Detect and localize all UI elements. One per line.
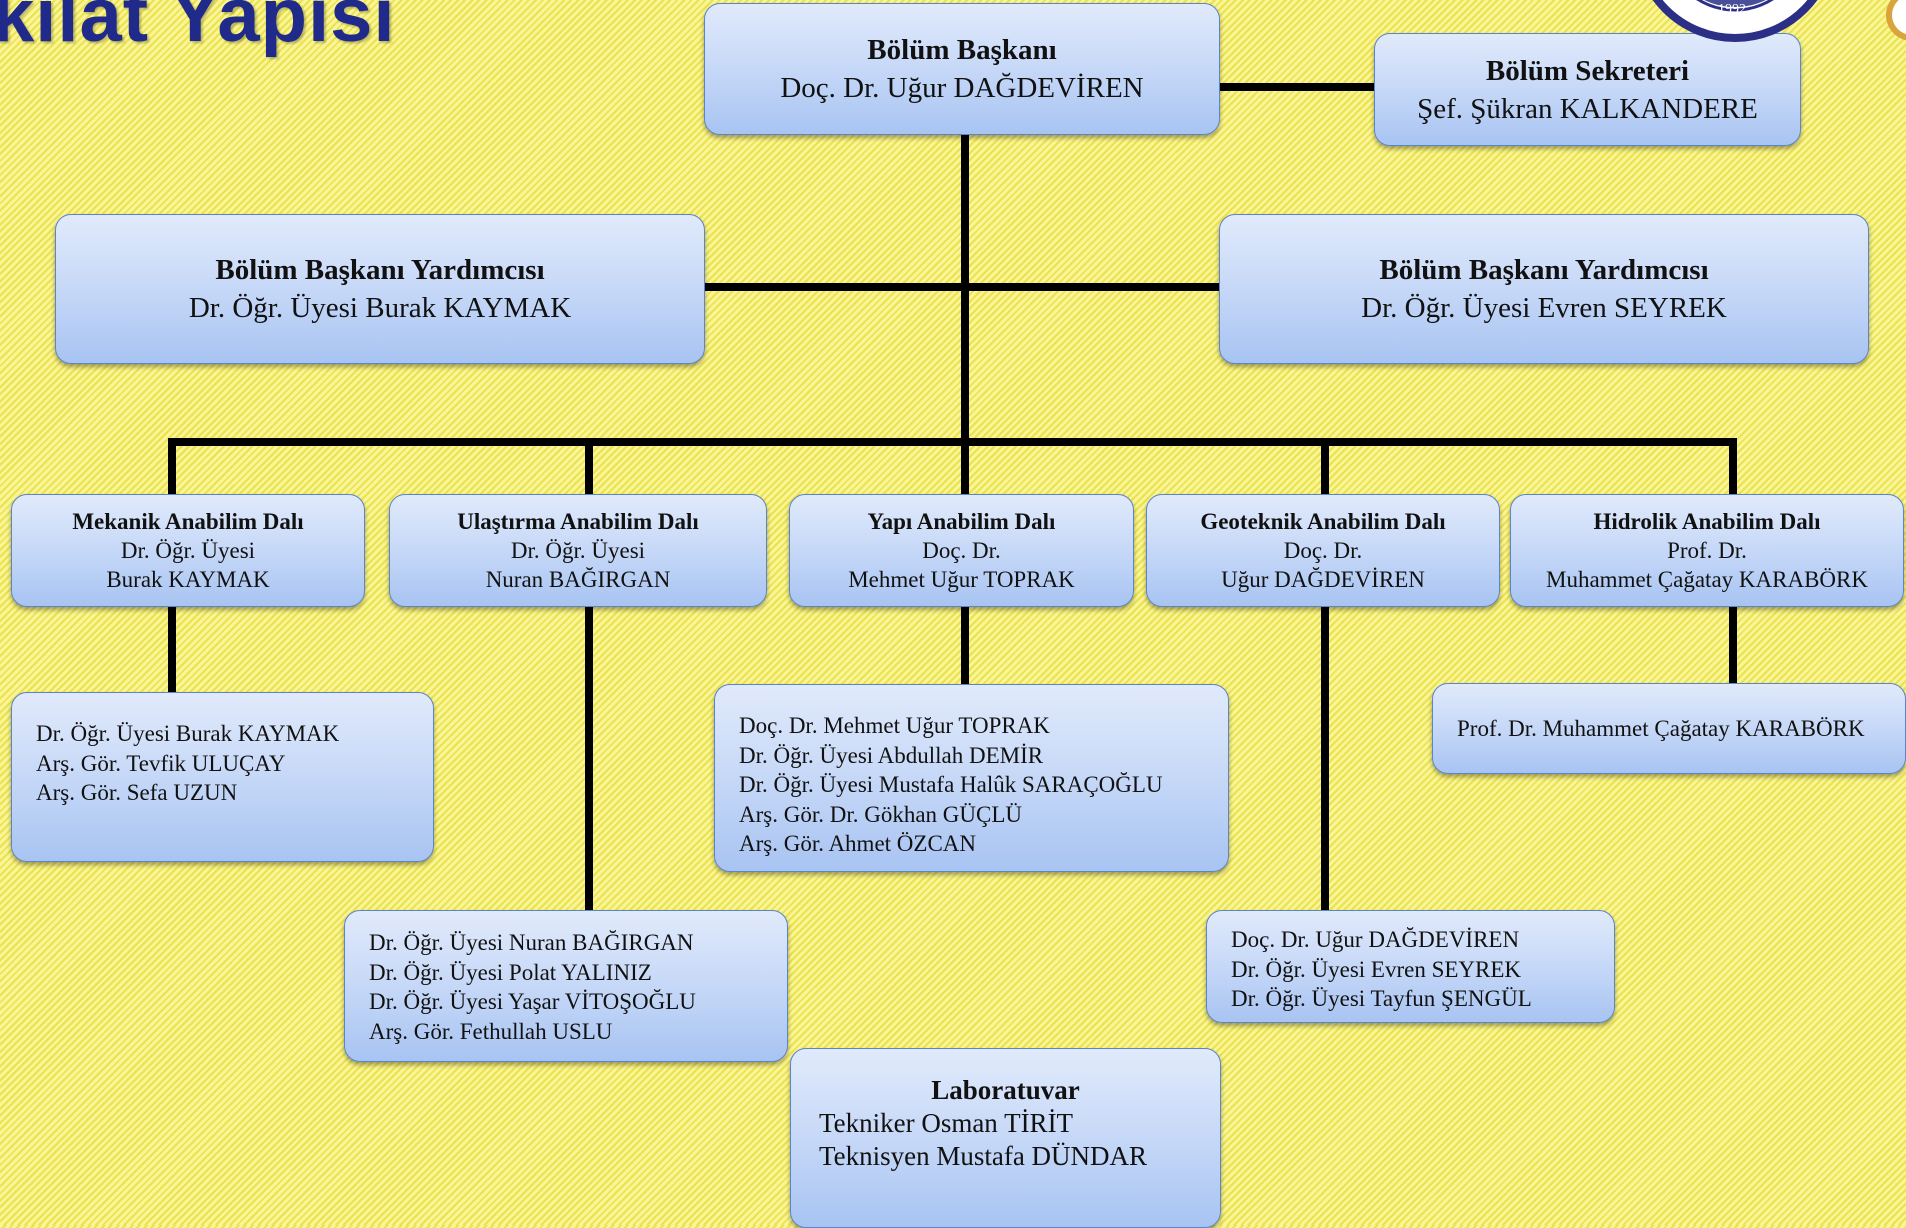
members-box-mekanik: Dr. Öğr. Üyesi Burak KAYMAK Arş. Gör. Te… xyxy=(11,692,434,862)
department-head-title: Bölüm Başkanı xyxy=(867,34,1057,66)
deputy-head-title: Bölüm Başkanı Yardımcısı xyxy=(1379,254,1709,286)
division-title: Hidrolik Anabilim Dalı xyxy=(1593,509,1821,534)
deputy-head-box: Bölüm Başkanı Yardımcısı Dr. Öğr. Üyesi … xyxy=(55,214,705,364)
member-item: Doç. Dr. Uğur DAĞDEVİREN xyxy=(1231,927,1520,952)
secretary-name: Şef. Şükran KALKANDERE xyxy=(1417,92,1758,125)
member-item: Dr. Öğr. Üyesi Yaşar VİTOŞOĞLU xyxy=(369,989,696,1014)
connector-deputies xyxy=(703,283,1223,291)
member-item: Dr. Öğr. Üyesi Tayfun ŞENGÜL xyxy=(1231,986,1532,1011)
division-head-name: Uğur DAĞDEVİREN xyxy=(1221,567,1425,592)
connector-drop-mekanik xyxy=(168,438,176,496)
deputy-head-name: Dr. Öğr. Üyesi Burak KAYMAK xyxy=(188,292,572,324)
member-item: Dr. Öğr. Üyesi Polat YALINIZ xyxy=(369,959,652,985)
member-item: Arş. Gör. Tevfik ULUÇAY xyxy=(36,750,286,776)
connector-geoteknik-members xyxy=(1321,606,1329,910)
division-head-name: Burak KAYMAK xyxy=(106,567,270,592)
laboratory-title: Laboratuvar xyxy=(931,1075,1080,1105)
member-item: Dr. Öğr. Üyesi Abdullah DEMİR xyxy=(739,742,1044,768)
connector-head-secretary xyxy=(1220,83,1375,91)
university-logo: K İ ★ ★ 1992 xyxy=(1652,0,1818,42)
division-title: Ulaştırma Anabilim Dalı xyxy=(457,509,699,534)
division-head-name: Nuran BAĞIRGAN xyxy=(485,567,671,592)
laboratory-member: Teknisyen Mustafa DÜNDAR xyxy=(819,1141,1148,1171)
member-item: Arş. Gör. Ahmet ÖZCAN xyxy=(739,831,977,856)
division-head-rank: Dr. Öğr. Üyesi xyxy=(120,538,256,563)
division-head-rank: Doç. Dr. xyxy=(922,538,1001,563)
division-head-rank: Prof. Dr. xyxy=(1667,538,1747,563)
connector-drop-geoteknik xyxy=(1321,438,1329,496)
members-box-ulastirma: Dr. Öğr. Üyesi Nuran BAĞIRGAN Dr. Öğr. Ü… xyxy=(344,910,788,1062)
member-item: Arş. Gör. Sefa UZUN xyxy=(36,780,238,805)
svg-text:★: ★ xyxy=(1684,0,1700,6)
division-head-rank: Doç. Dr. xyxy=(1283,538,1363,563)
division-head-rank: Dr. Öğr. Üyesi xyxy=(510,538,646,563)
department-head-box: Bölüm Başkanı Doç. Dr. Uğur DAĞDEVİREN xyxy=(704,3,1220,135)
deputy-head-box: Bölüm Başkanı Yardımcısı Dr. Öğr. Üyesi … xyxy=(1219,214,1869,364)
division-title: Geoteknik Anabilim Dalı xyxy=(1200,509,1446,534)
laboratory-box: Laboratuvar Tekniker Osman TİRİT Teknisy… xyxy=(790,1048,1221,1228)
division-head-name: Mehmet Uğur TOPRAK xyxy=(848,567,1075,592)
connector-hidrolik-members xyxy=(1729,606,1737,684)
deputy-head-name: Dr. Öğr. Üyesi Evren SEYREK xyxy=(1361,292,1727,324)
logo-year: 1992 xyxy=(1718,2,1746,17)
secondary-logo xyxy=(1886,0,1906,41)
member-item: Arş. Gör. Fethullah USLU xyxy=(369,1018,613,1044)
division-box-mekanik: Mekanik Anabilim Dalı Dr. Öğr. Üyesi Bur… xyxy=(11,494,365,607)
member-item: Doç. Dr. Mehmet Uğur TOPRAK xyxy=(739,713,1050,738)
division-head-name: Muhammet Çağatay KARABÖRK xyxy=(1546,567,1868,592)
member-item: Prof. Dr. Muhammet Çağatay KARABÖRK xyxy=(1457,716,1865,741)
members-box-yapi: Doç. Dr. Mehmet Uğur TOPRAK Dr. Öğr. Üye… xyxy=(714,684,1229,872)
connector-drop-yapi xyxy=(961,438,969,496)
secretary-box: Bölüm Sekreteri Şef. Şükran KALKANDERE xyxy=(1374,33,1801,146)
members-box-geoteknik: Doç. Dr. Uğur DAĞDEVİREN Dr. Öğr. Üyesi … xyxy=(1206,910,1615,1023)
member-item: Dr. Öğr. Üyesi Mustafa Halûk SARAÇOĞLU xyxy=(739,772,1163,797)
connector-drop-hidrolik xyxy=(1729,438,1737,496)
division-box-hidrolik: Hidrolik Anabilim Dalı Prof. Dr. Muhamme… xyxy=(1510,494,1904,607)
member-item: Dr. Öğr. Üyesi Burak KAYMAK xyxy=(36,721,340,746)
division-title: Mekanik Anabilim Dalı xyxy=(72,509,304,534)
connector-yapi-members xyxy=(961,606,969,684)
members-box-hidrolik: Prof. Dr. Muhammet Çağatay KARABÖRK xyxy=(1432,683,1906,774)
division-box-yapi: Yapı Anabilim Dalı Doç. Dr. Mehmet Uğur … xyxy=(789,494,1134,607)
svg-text:★: ★ xyxy=(1770,0,1786,6)
page-title: kilat Yapısı xyxy=(0,0,396,58)
division-title: Yapı Anabilim Dalı xyxy=(867,509,1056,534)
connector-drop-ulastirma xyxy=(585,438,593,496)
connector-ulastirma-members xyxy=(585,606,593,910)
member-item: Arş. Gör. Dr. Gökhan GÜÇLÜ xyxy=(739,801,1023,827)
division-box-ulastirma: Ulaştırma Anabilim Dalı Dr. Öğr. Üyesi N… xyxy=(389,494,767,607)
member-item: Dr. Öğr. Üyesi Evren SEYREK xyxy=(1231,956,1522,982)
laboratory-member: Tekniker Osman TİRİT xyxy=(819,1108,1074,1138)
deputy-head-title: Bölüm Başkanı Yardımcısı xyxy=(215,254,545,286)
member-item: Dr. Öğr. Üyesi Nuran BAĞIRGAN xyxy=(369,930,694,955)
division-box-geoteknik: Geoteknik Anabilim Dalı Doç. Dr. Uğur DA… xyxy=(1146,494,1500,607)
department-head-name: Doç. Dr. Uğur DAĞDEVİREN xyxy=(780,72,1144,104)
connector-divisions-bus xyxy=(168,438,1737,446)
connector-mekanik-members xyxy=(168,606,176,692)
secretary-title: Bölüm Sekreteri xyxy=(1485,54,1690,87)
